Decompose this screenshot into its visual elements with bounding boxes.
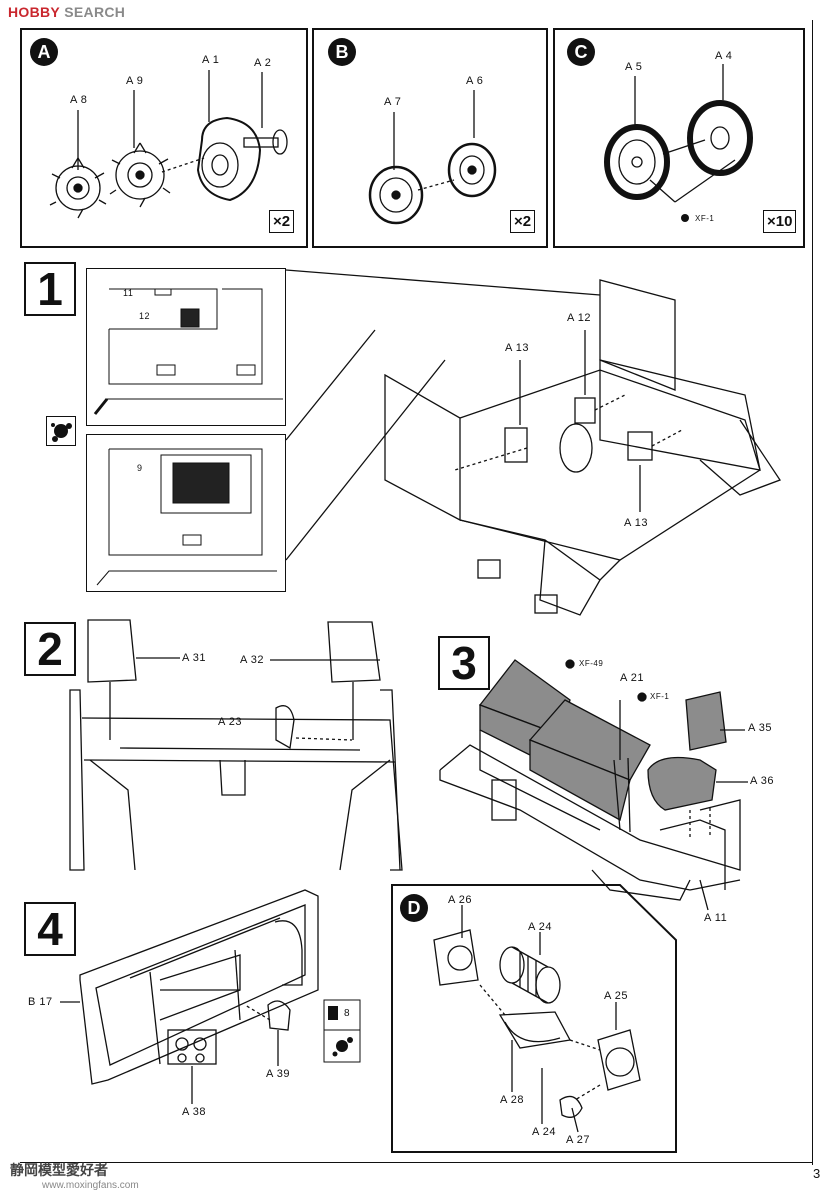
inset-callout-number: 8	[344, 1008, 351, 1019]
part-label: A 24	[532, 1126, 557, 1138]
sprocket-assembly-drawing	[49, 70, 288, 219]
part-label: A 4	[715, 50, 733, 62]
part-label: A 9	[126, 75, 144, 87]
panel-a-badge: A	[30, 38, 58, 66]
hobbysearch-logo: HOBBY SEARCH	[8, 4, 126, 20]
part-label: A 28	[500, 1094, 525, 1106]
inset-callout-number: 9	[137, 463, 143, 473]
paint-dot-icon	[637, 692, 647, 702]
step-1-inset-bottom: 9	[86, 434, 286, 592]
part-label: A 11	[704, 912, 728, 924]
part-label: A 24	[528, 921, 553, 933]
paint-code: XF-49	[579, 659, 604, 668]
part-label: A 23	[218, 716, 243, 728]
watermark-url: www.moxingfans.com	[42, 1180, 139, 1191]
paint-code: XF-1	[650, 692, 670, 701]
page-bottom-line	[20, 1162, 812, 1163]
part-label: A 13	[505, 342, 530, 354]
quantity-multiplier: ×2	[269, 210, 295, 233]
part-label: A 39	[266, 1068, 291, 1080]
part-label: A 27	[566, 1134, 591, 1146]
paint-splat-icon	[332, 1037, 353, 1057]
step-4-number: 4	[24, 902, 76, 956]
paint-splat-icon	[46, 416, 76, 446]
paint-code: XF-1	[695, 214, 715, 223]
part-label: A 7	[384, 96, 402, 108]
page-border-line	[812, 20, 813, 1165]
inset-callout-number: 11	[123, 288, 134, 298]
part-label: A 26	[448, 894, 473, 906]
inset-callout-number: 12	[139, 311, 151, 321]
step-2-number: 2	[24, 622, 76, 676]
quantity-multiplier: ×10	[763, 210, 797, 233]
panel-b: B A 7 A 6 ×2	[312, 28, 548, 248]
panel-c: C A 5 A 4 XF-1 ×10	[553, 28, 805, 248]
part-label: A 8	[70, 94, 88, 106]
engine-parts-drawing	[433, 905, 641, 1133]
part-label: A 32	[240, 654, 265, 666]
quantity-multiplier: ×2	[510, 210, 536, 233]
step-1-inset-top: 11 12	[86, 268, 286, 426]
idler-wheel-drawing	[604, 64, 753, 222]
step-3-number: 3	[438, 636, 490, 690]
part-label: A 5	[625, 61, 643, 73]
step-1-number: 1	[24, 262, 76, 316]
part-label: A 13	[624, 517, 649, 529]
panel-c-badge: C	[567, 38, 595, 66]
part-label: A 35	[748, 722, 773, 734]
part-label: A 6	[466, 75, 484, 87]
paint-dot-icon	[565, 659, 575, 669]
part-label: A 12	[567, 312, 592, 324]
watermark-chinese: 静岡模型愛好者	[10, 1162, 108, 1178]
road-wheel-drawing	[368, 90, 497, 225]
inset-interior-drawing	[93, 288, 283, 415]
part-label: A 38	[182, 1106, 207, 1118]
part-label: A 1	[202, 54, 220, 66]
part-label: A 21	[620, 672, 645, 684]
panel-a: A A 8 A 9 A 1 A 2	[20, 28, 308, 248]
part-label: A 36	[750, 775, 775, 787]
part-label: A 31	[182, 652, 207, 664]
page-number: 3	[813, 1166, 821, 1181]
panel-b-badge: B	[328, 38, 356, 66]
part-label: A 2	[254, 57, 272, 69]
panel-d-badge: D	[400, 894, 428, 922]
part-label: B 17	[28, 996, 53, 1008]
inset-interior-drawing	[96, 448, 277, 586]
paint-dot-icon	[681, 214, 689, 222]
part-label: A 25	[604, 990, 629, 1002]
